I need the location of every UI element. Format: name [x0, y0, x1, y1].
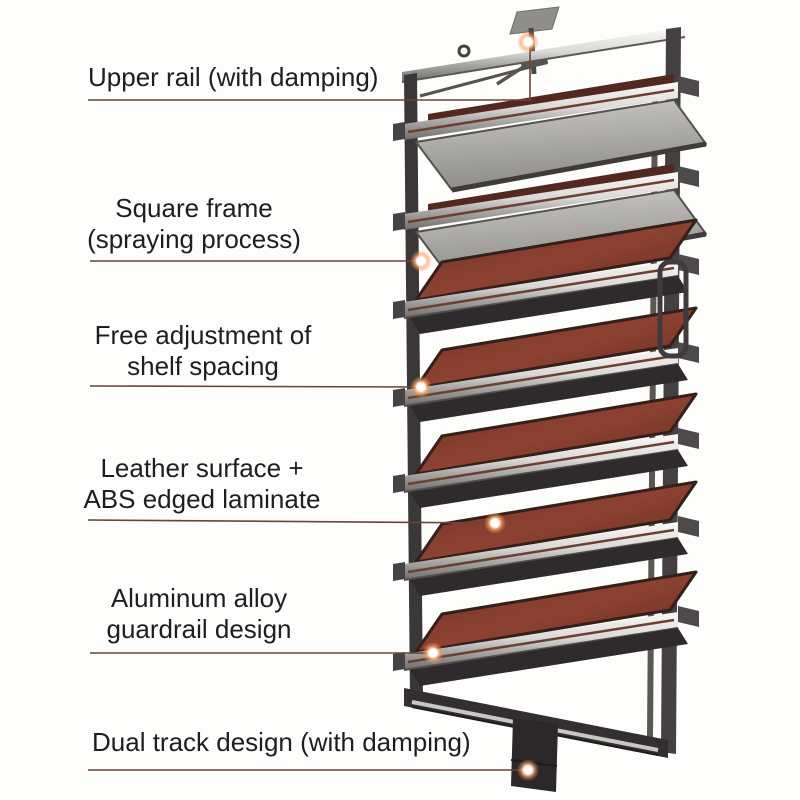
- callout-label-line: shelf spacing: [127, 351, 279, 381]
- dot-upper-rail: [517, 31, 539, 53]
- callout-square-frame: Square frame (spraying process): [58, 193, 330, 255]
- callout-label-line: Square frame: [115, 193, 273, 223]
- dot-dual-track: [517, 759, 539, 781]
- side-handle: [657, 259, 689, 359]
- callout-label: Dual track design (with damping): [92, 727, 471, 757]
- callout-guardrail: Aluminum alloy guardrail design: [58, 583, 340, 645]
- callout-upper-rail: Upper rail (with damping): [88, 62, 378, 93]
- floor-mount-pedestal: [510, 718, 558, 792]
- dot-square-frame: [410, 250, 432, 272]
- callout-label-line: Aluminum alloy: [110, 583, 288, 613]
- callout-label-line: Leather surface +: [100, 453, 304, 483]
- callout-label: Upper rail (with damping): [88, 62, 379, 92]
- callout-label-line: (spraying process): [87, 224, 301, 254]
- dot-shelf-spacing: [410, 376, 432, 398]
- callout-shelf-spacing: Free adjustment of shelf spacing: [58, 320, 348, 382]
- callout-dual-track: Dual track design (with damping): [92, 727, 471, 758]
- upper-rail-bar: [401, 27, 686, 98]
- callout-leather-surface: Leather surface + ABS edged laminate: [52, 453, 352, 515]
- leader-lines: [87, 44, 531, 771]
- hanging-hook-icon: [457, 44, 471, 58]
- dot-guardrail: [422, 642, 444, 664]
- callout-label-line: ABS edged laminate: [83, 484, 321, 514]
- leader-line-upper-rail: [88, 44, 531, 101]
- callout-target-dots: [410, 31, 539, 781]
- callout-label-line: Free adjustment of: [94, 320, 312, 350]
- callout-label-line: guardrail design: [106, 614, 292, 644]
- leader-line-shelf-spacing: [89, 385, 422, 388]
- dot-leather-surface: [484, 512, 506, 534]
- leader-line-leather-surface: [87, 519, 496, 524]
